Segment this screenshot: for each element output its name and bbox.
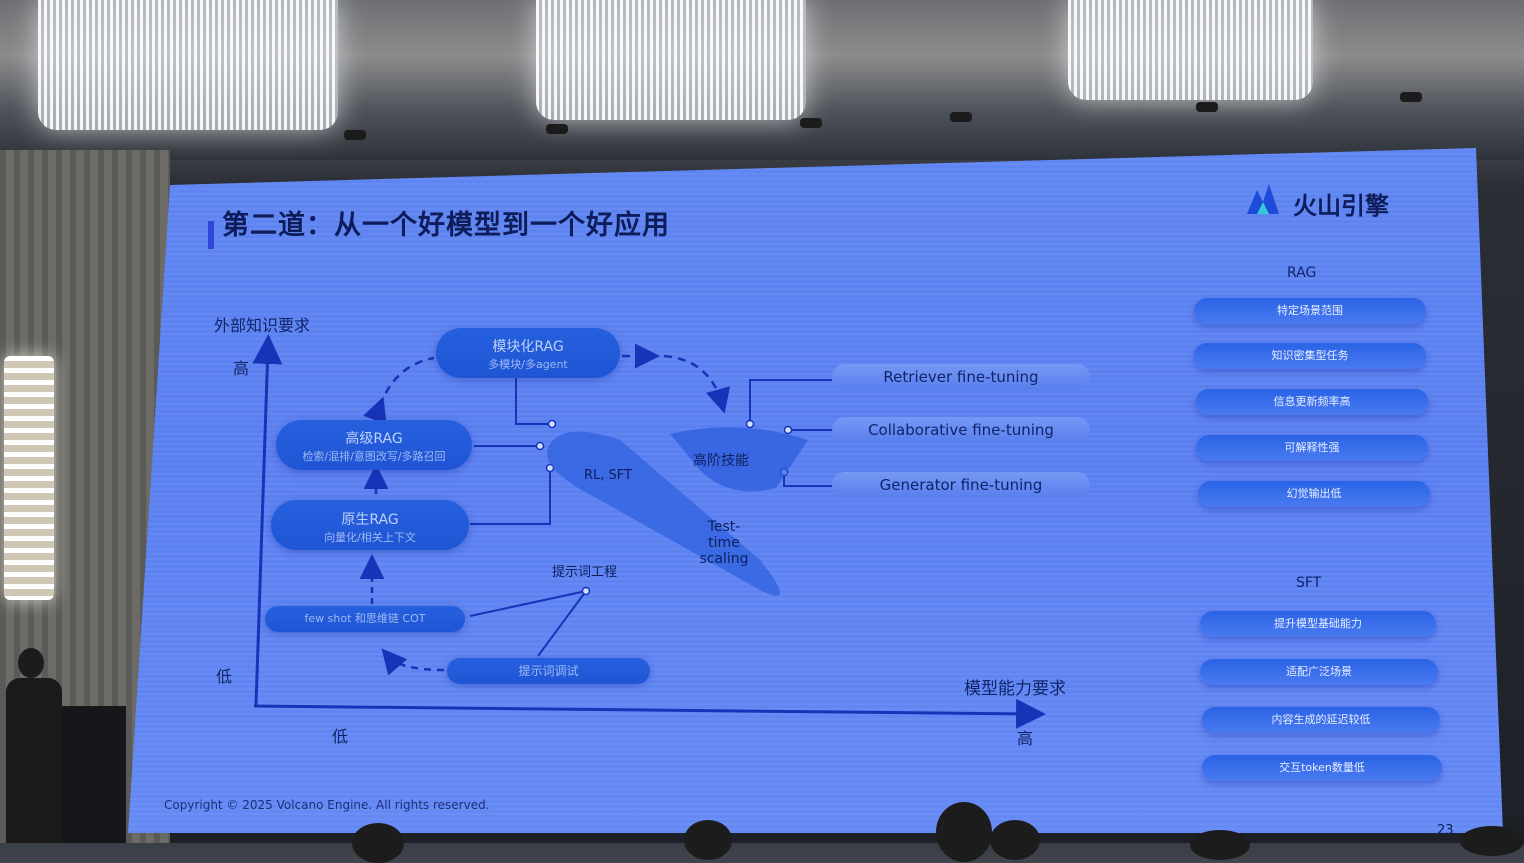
audience-head [1460,826,1524,856]
rag-item: 知识密集型任务 [1194,343,1426,369]
advanced-rag-sub: 检索/混排/意图改写/多路召回 [302,450,446,463]
rag-item: 特定场景范围 [1194,298,1426,324]
native-rag-sub: 向量化/相关上下文 [324,531,416,544]
speaker-body [6,678,62,843]
native-rag-node: 原生RAG 向量化/相关上下文 [271,500,469,550]
few-shot-node: few shot 和思维链 COT [265,606,465,632]
copyright-text: Copyright © 2025 Volcano Engine. All rig… [164,798,490,812]
ceiling-camera [344,130,366,140]
modular-rag-label: 模块化RAG [492,339,564,355]
sft-heading: SFT [1296,575,1322,591]
x-axis-title: 模型能力要求 [964,679,1066,699]
sft-item: 内容生成的延迟较低 [1202,707,1440,733]
ceiling-camera [1196,102,1218,112]
y-axis-title: 外部知识要求 [214,316,311,335]
chandelier-center [536,0,806,120]
speaker-head [18,648,44,678]
rag-item: 幻觉输出低 [1198,481,1430,507]
ceiling-camera [546,124,568,134]
sft-item: 适配广泛场景 [1200,659,1438,685]
generator-fine-tuning: Generator fine-tuning [832,472,1090,498]
few-shot-label: few shot 和思维链 COT [304,612,426,625]
advanced-rag-label: 高级RAG [345,431,403,447]
ceiling-camera [950,112,972,122]
sft-item: 交互token数量低 [1202,755,1442,781]
retriever-fine-tuning: Retriever fine-tuning [832,364,1090,390]
chandelier-right [1068,0,1313,100]
collaborative-fine-tuning: Collaborative fine-tuning [832,417,1090,443]
y-axis-high: 高 [233,359,250,378]
page-number: 23 [1437,823,1454,838]
native-rag-label: 原生RAG [341,512,399,528]
audience-head [352,823,404,863]
chandelier-left [38,0,338,130]
wall-sconce [4,356,54,600]
test-time-scaling-label: Test- time scaling [699,519,749,567]
ceiling-camera [800,118,822,128]
prompt-tuning-node: 提示词调试 [447,658,650,684]
x-axis-high: 高 [1017,729,1034,748]
audience-head [1190,830,1250,860]
ceiling-camera [1400,92,1422,102]
sft-item: 提升模型基础能力 [1200,611,1436,637]
slide-title: 第二道：从一个好模型到一个好应用 [222,210,670,241]
y-axis-low: 低 [216,667,233,686]
rag-heading: RAG [1287,265,1317,281]
logo-text: 火山引擎 [1293,192,1389,220]
diagram-connectors [252,334,1046,729]
modular-rag-node: 模块化RAG 多模块/多agent [436,328,620,378]
modular-rag-sub: 多模块/多agent [488,358,568,371]
audience-head [990,820,1040,860]
rag-item: 可解释性强 [1196,435,1428,461]
advanced-skill-label: 高阶技能 [693,453,749,469]
rag-item: 信息更新频率高 [1196,389,1428,415]
rl-sft-label: RL, SFT [584,468,632,483]
audience-head [936,802,992,862]
prompt-tuning-label: 提示词调试 [518,664,579,678]
title-accent-bar [208,221,214,249]
volcano-logo-icon [1247,184,1279,214]
x-axis-low: 低 [332,727,349,746]
advanced-rag-node: 高级RAG 检索/混排/意图改写/多路召回 [276,420,472,470]
audience-head [684,820,732,860]
prompt-engineering-label: 提示词工程 [552,565,618,580]
